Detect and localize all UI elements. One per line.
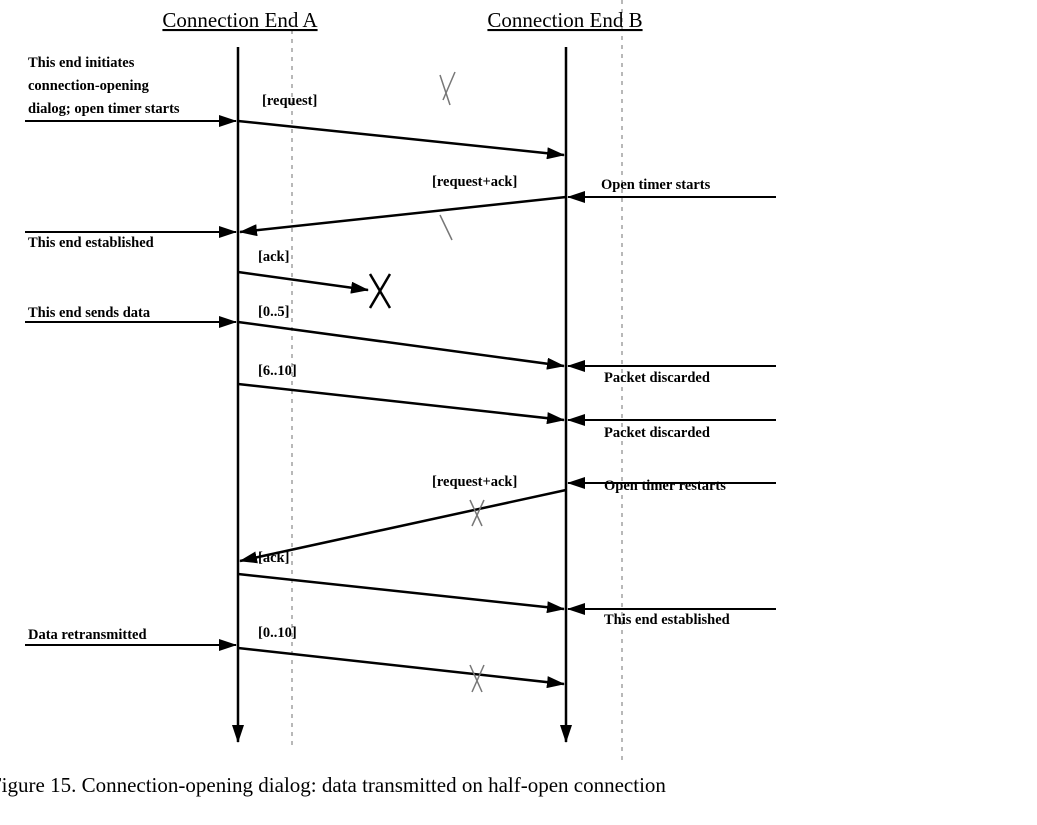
lost-packet-x-icon — [368, 273, 392, 309]
note-initiates-1: This end initiates — [28, 55, 135, 71]
msg-label-data-0-5: [0..5] — [258, 304, 289, 320]
note-initiates-3: dialog; open timer starts — [28, 101, 180, 117]
msg-label-ack-2: [ack] — [258, 550, 289, 566]
msg-label-data-6-10: [6..10] — [258, 363, 297, 379]
msg-label-request-ack-2: [request+ack] — [432, 474, 517, 490]
note-sends-data: This end sends data — [28, 305, 151, 321]
end-a-header: Connection End A — [162, 8, 318, 32]
msg-data-6-10 — [237, 382, 565, 425]
msg-ack-1-lost — [237, 270, 369, 294]
note-established-b: This end established — [604, 612, 730, 628]
note-packet-discarded-1: Packet discarded — [604, 370, 710, 386]
note-retransmitted: Data retransmitted — [28, 627, 147, 643]
note-established-a: This end established — [28, 235, 154, 251]
note-open-timer-restarts: Open timer restarts — [604, 478, 726, 494]
msg-request-ack-2 — [239, 488, 567, 564]
msg-data-0-10 — [237, 646, 565, 689]
msg-label-request: [request] — [262, 93, 317, 109]
msg-label-data-0-10: [0..10] — [258, 625, 297, 641]
msg-data-0-5 — [237, 320, 565, 370]
msg-ack-2 — [237, 572, 565, 614]
msg-request-ack-1 — [239, 195, 567, 237]
msg-label-ack-1: [ack] — [258, 249, 289, 265]
note-initiates-2: connection-opening — [28, 78, 150, 94]
note-open-timer-starts: Open timer starts — [601, 177, 711, 193]
end-b-header: Connection End B — [487, 8, 642, 32]
figure-caption: Figure 15. Connection-opening dialog: da… — [0, 773, 666, 797]
note-packet-discarded-2: Packet discarded — [604, 425, 710, 441]
msg-label-request-ack-1: [request+ack] — [432, 174, 517, 190]
ghost-marks — [439, 71, 485, 693]
msg-request — [237, 119, 565, 160]
